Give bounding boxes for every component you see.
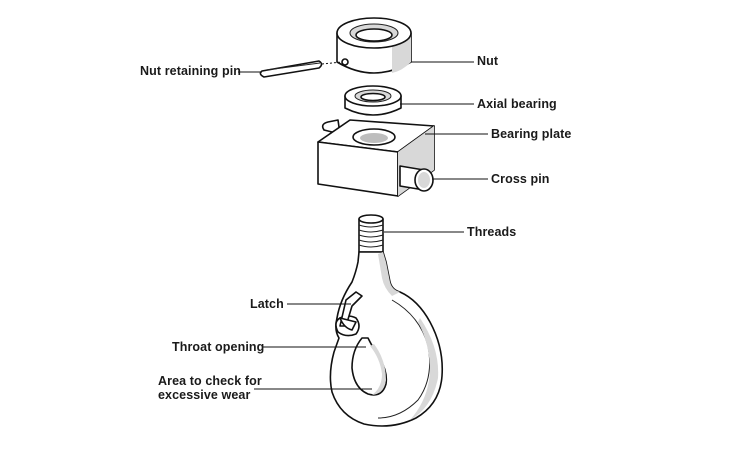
label-cross-pin: Cross pin [491, 172, 550, 186]
label-latch: Latch [250, 297, 284, 311]
bearing-plate [317, 119, 435, 197]
label-nut-retaining-pin: Nut retaining pin [140, 64, 241, 78]
nut-retaining-pin [259, 60, 343, 78]
label-threads: Threads [467, 225, 517, 239]
label-bearing-plate: Bearing plate [491, 127, 572, 141]
nut [336, 17, 412, 74]
label-axial-bearing: Axial bearing [477, 97, 557, 111]
axial-bearing [344, 85, 402, 116]
label-throat-opening: Throat opening [172, 340, 265, 354]
leader-lines [238, 61, 488, 390]
label-area-check-line2: excessive wear [158, 388, 251, 402]
hook [329, 214, 444, 427]
label-area-check-line1: Area to check for [158, 374, 262, 388]
label-nut: Nut [477, 54, 499, 68]
